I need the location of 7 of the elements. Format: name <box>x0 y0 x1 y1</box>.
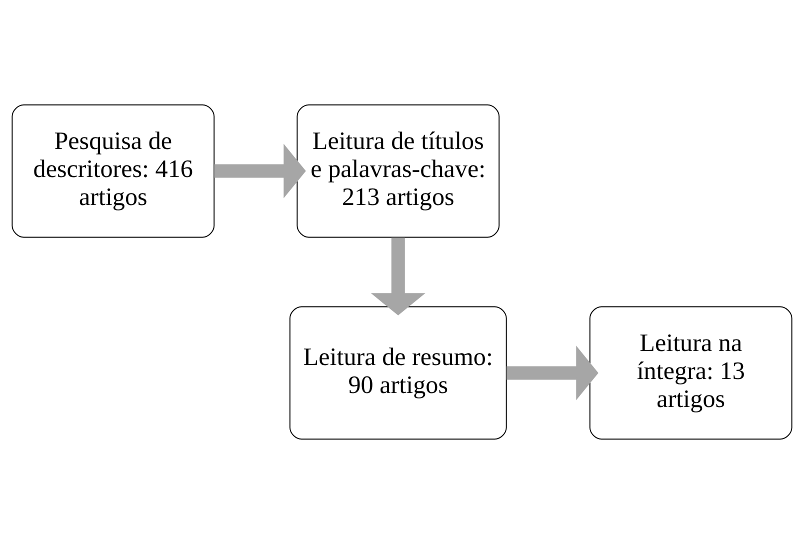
node-box: Leitura de títulos e palavras-chave: 213 artigos <box>296 104 500 238</box>
node-box: Pesquisa de descritores: 416 artigos <box>12 104 215 238</box>
arrow <box>214 143 306 198</box>
arrow <box>506 345 598 400</box>
arrow <box>370 237 426 315</box>
node-box: Leitura na íntegra: 13 artigos <box>589 306 792 440</box>
node-box: Leitura de resumo: 90 artigos <box>289 306 507 440</box>
